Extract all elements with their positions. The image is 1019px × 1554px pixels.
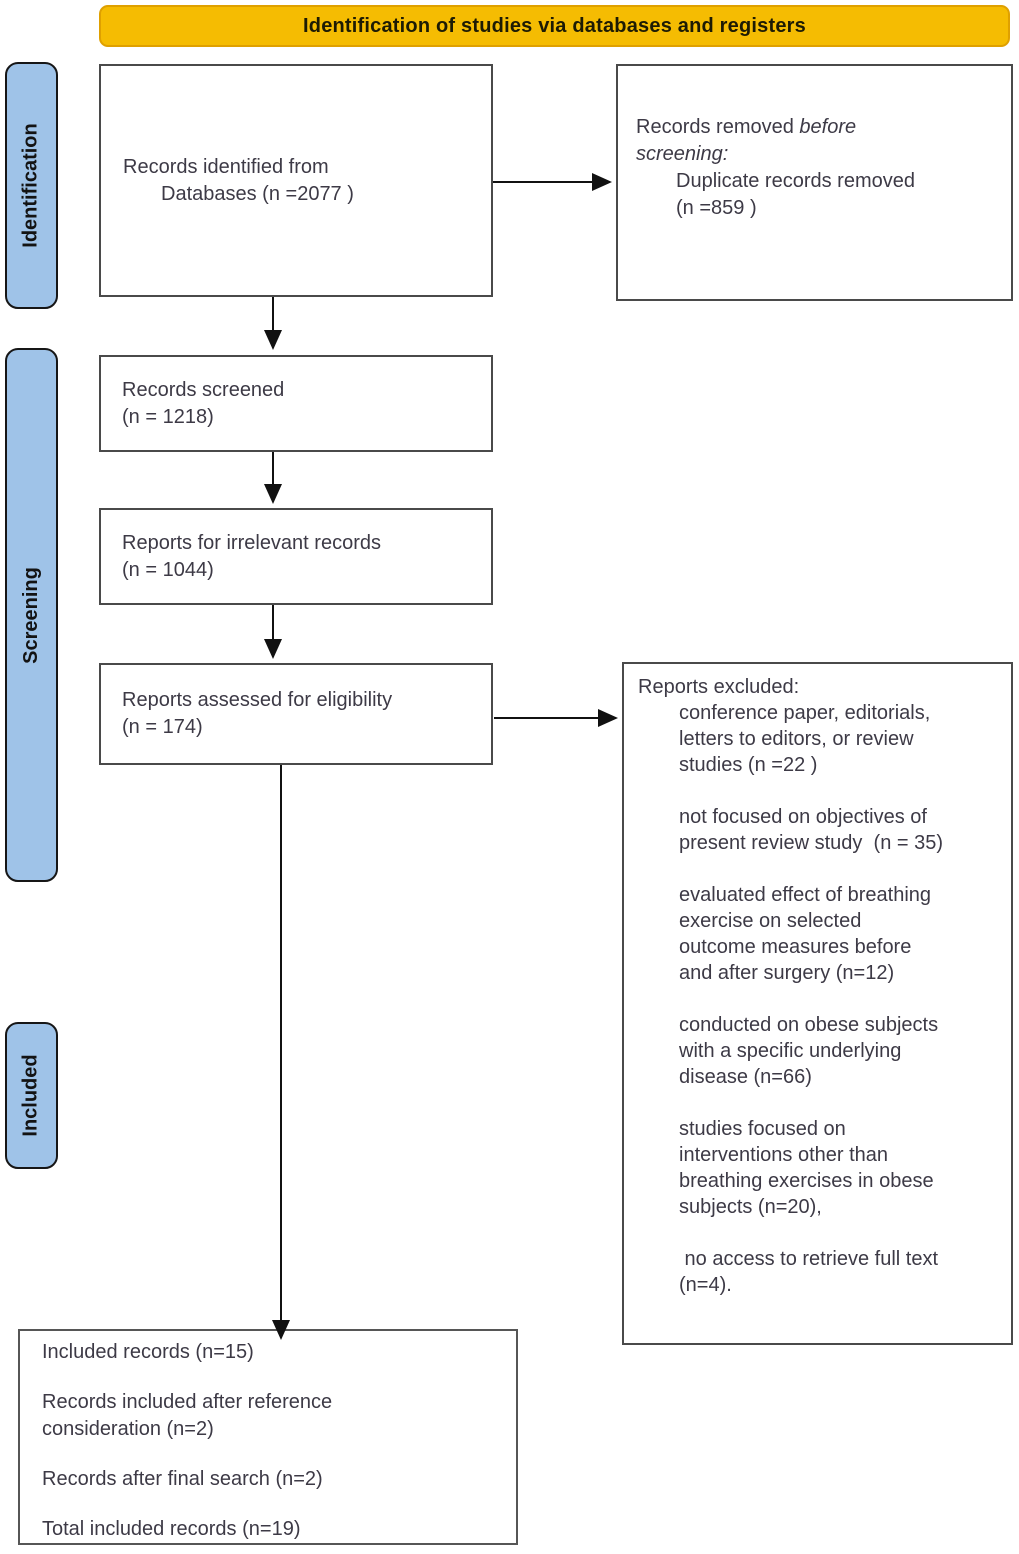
reports-excluded-title: Reports excluded:: [638, 676, 800, 698]
stage-label-identification: Identification: [5, 62, 58, 309]
box-records-screened: Records screened (n = 1218): [99, 355, 493, 452]
records-removed-detail: Duplicate records removed (n =859 ): [676, 170, 915, 219]
included-line: Included records (n=15): [42, 1341, 254, 1363]
excluded-reason: evaluated effect of breathing exercise o…: [679, 884, 932, 984]
reports-irrelevant-text: Reports for irrelevant records (n = 1044…: [122, 531, 381, 581]
box-records-identified: Records identified from Databases (n =20…: [99, 64, 493, 297]
stage-label-screening-text: Screening: [20, 566, 43, 664]
included-line: Records included after reference conside…: [42, 1391, 333, 1440]
excluded-reason: not focused on objectives of present rev…: [679, 806, 944, 854]
excluded-reason: no access to retrieve full text (n=4).: [679, 1248, 939, 1296]
banner-title: Identification of studies via databases …: [99, 5, 1010, 47]
reports-assessed-text: Reports assessed for eligibility (n = 17…: [122, 689, 393, 738]
included-line: Records after final search (n=2): [42, 1468, 323, 1490]
stage-label-included: Included: [5, 1022, 58, 1169]
box-reports-excluded: Reports excluded: conference paper, edit…: [622, 662, 1013, 1345]
records-identified-line2: Databases (n =2077 ): [161, 182, 354, 205]
included-line: Total included records (n=19): [42, 1518, 301, 1540]
records-removed-line2: screening:: [636, 143, 729, 165]
excluded-reason: conducted on obese subjects with a speci…: [679, 1014, 939, 1088]
records-screened-text: Records screened (n = 1218): [122, 378, 285, 428]
box-records-removed: Records removed before screening: Duplic…: [616, 64, 1013, 301]
records-removed-line1: Records removed before: [636, 116, 857, 138]
box-reports-assessed: Reports assessed for eligibility (n = 17…: [99, 663, 493, 765]
stage-label-identification-text: Identification: [20, 123, 43, 248]
stage-label-screening: Screening: [5, 348, 58, 882]
stage-label-included-text: Included: [20, 1054, 43, 1137]
box-included-records: Included records (n=15) Records included…: [18, 1329, 518, 1545]
box-reports-irrelevant: Reports for irrelevant records (n = 1044…: [99, 508, 493, 605]
records-identified-line1: Records identified from: [123, 155, 329, 178]
excluded-reason: conference paper, editorials, letters to…: [679, 702, 931, 776]
excluded-reason: studies focused on interventions other t…: [679, 1118, 934, 1218]
